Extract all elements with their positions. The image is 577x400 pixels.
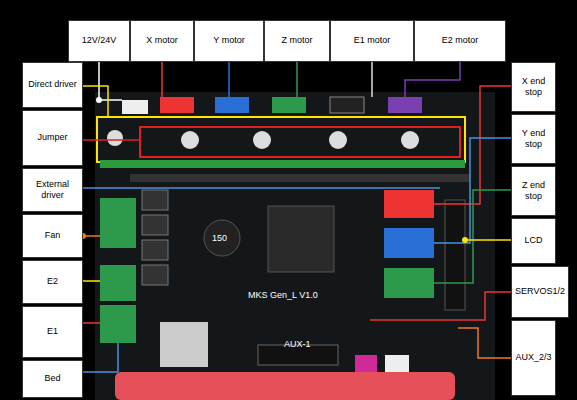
callout-text: E1 motor [354, 35, 391, 46]
usb-port [160, 322, 208, 367]
motor-label: X motor [130, 20, 194, 62]
callout-text: X motor [146, 35, 178, 46]
callout-text: Y end stop [515, 128, 552, 151]
endstop-connector [384, 268, 434, 298]
printed-part [115, 372, 455, 400]
callout-box: Fan [22, 214, 83, 258]
callout-text: Y motor [213, 35, 244, 46]
callout-box: Z end stop [511, 166, 556, 216]
callout-box: LCD [511, 218, 556, 264]
terminal-block [100, 265, 136, 301]
power-connector [122, 100, 148, 114]
motor-connector [215, 97, 249, 113]
motor-connector [160, 97, 194, 113]
voltage-label: 12V/24V [68, 20, 130, 62]
callout-box: Jumper [22, 110, 83, 166]
callout-text: SERVOS1/2 [515, 286, 565, 297]
mcu-chip [268, 206, 334, 272]
callout-box: E2 [22, 260, 83, 304]
callout-text: Direct driver [28, 79, 77, 90]
callout-text: Bed [44, 373, 60, 384]
lcd-header [445, 200, 465, 310]
callout-text: Fan [45, 230, 61, 241]
motor-label: Y motor [194, 20, 264, 62]
leader-lines [83, 62, 511, 372]
terminal-block [100, 198, 136, 248]
callout-text: External driver [26, 179, 79, 202]
header-strip [100, 160, 465, 168]
inductor [204, 220, 240, 256]
mosfets [142, 190, 168, 285]
motor-connector [330, 97, 364, 113]
callout-text: 12V/24V [82, 35, 117, 46]
capacitors [107, 130, 419, 149]
callout-box: Bed [22, 360, 83, 398]
callout-text: Jumper [37, 132, 67, 143]
callout-text: LCD [524, 235, 542, 246]
callout-box: AUX_2/3 [511, 320, 556, 396]
callout-box: Y end stop [511, 114, 556, 164]
pin-row [130, 174, 470, 182]
callout-box: E1 [22, 306, 83, 358]
callout-text: AUX_2/3 [515, 352, 551, 363]
callout-box: SERVOS1/2 [511, 266, 569, 318]
callout-text: Z motor [281, 35, 312, 46]
callout-text: E2 [47, 276, 58, 287]
motor-label: Z motor [264, 20, 330, 62]
callout-text: X end stop [515, 76, 552, 99]
callout-text: E1 [47, 326, 58, 337]
board-marking: AUX-1 [284, 339, 311, 349]
endstop-connector [384, 228, 434, 258]
board-marking: 150 [212, 233, 227, 243]
callout-box: Direct driver [22, 62, 83, 108]
callout-text: E2 motor [442, 35, 479, 46]
pcb [95, 92, 495, 400]
motor-label: E1 motor [330, 20, 414, 62]
callout-box: External driver [22, 168, 83, 212]
driver-frame [97, 117, 465, 162]
motor-label: E2 motor [414, 20, 506, 62]
jumper-frame [140, 127, 460, 157]
endstop-connector [384, 190, 434, 218]
motor-connector [388, 97, 422, 113]
dots [34, 97, 468, 328]
board-marking: MKS Gen_L V1.0 [248, 290, 318, 300]
terminal-block [100, 305, 136, 343]
callout-box: X end stop [511, 62, 556, 112]
callout-text: Z end stop [515, 180, 552, 203]
motor-connector [272, 97, 306, 113]
